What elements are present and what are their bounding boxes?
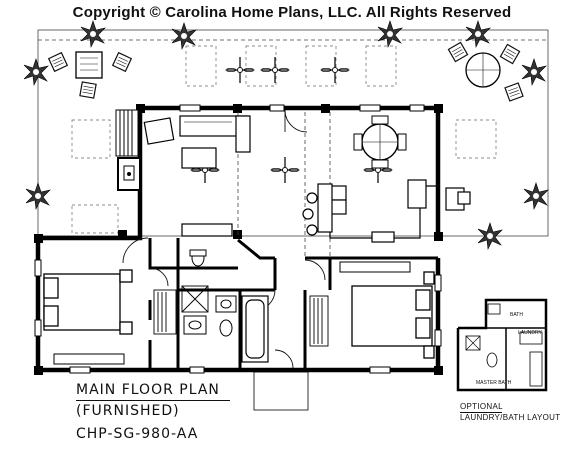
tub-icon (241, 295, 269, 363)
inset-room-master-bath: MASTER BATH (476, 380, 512, 386)
plant-icon (523, 182, 549, 210)
porch-seating-left (48, 51, 132, 99)
toilet-icon (189, 249, 233, 337)
optional-layout-inset (456, 298, 548, 392)
dining-table-icon (353, 115, 407, 169)
plant-icon (23, 58, 49, 86)
ceiling-fan-icon (260, 56, 290, 84)
porch-posts (34, 104, 443, 375)
plant-icon (80, 20, 106, 48)
inset-label-underline (460, 412, 502, 413)
ceiling-fan-icon (225, 56, 255, 84)
tv-cabinet (181, 223, 233, 237)
plant-icon (465, 20, 491, 48)
plant-icon (521, 58, 547, 86)
porch-dashed-rugs (71, 45, 497, 234)
entry-steps (115, 109, 309, 411)
copyright-notice: Copyright © Carolina Home Plans, LLC. Al… (72, 4, 512, 21)
dresser (339, 261, 411, 273)
closets (153, 285, 329, 347)
plant-icon (171, 22, 197, 50)
kitchen-counters (302, 179, 436, 243)
table-chairs-icon (447, 41, 524, 102)
porch-outline (37, 29, 549, 237)
laundry-corner (445, 187, 471, 211)
plant-icon (377, 20, 403, 48)
inset-room-laundry: LAUNDRY (518, 330, 542, 336)
sink-icon (183, 295, 237, 335)
plant-icon (25, 182, 51, 210)
plan-code: CHP-SG-980-AA (76, 426, 199, 442)
plan-variant: (FURNISHED) (76, 403, 180, 419)
plan-title: MAIN FLOOR PLAN (76, 382, 220, 398)
bed-icon (43, 269, 133, 335)
plan-title-underline (76, 400, 230, 401)
windows (34, 104, 442, 374)
inset-label-line1: OPTIONAL (460, 402, 503, 411)
fireplace-icon (117, 157, 141, 191)
ceiling-fan-icon (270, 156, 300, 184)
dresser (53, 353, 125, 365)
living-sofa (143, 115, 251, 169)
inset-room-bath: BATH (510, 312, 523, 318)
inset-label-line2: LAUNDRY/BATH LAYOUT (460, 413, 561, 422)
ceiling-fan-icon (320, 56, 350, 84)
bed-icon (351, 271, 435, 359)
